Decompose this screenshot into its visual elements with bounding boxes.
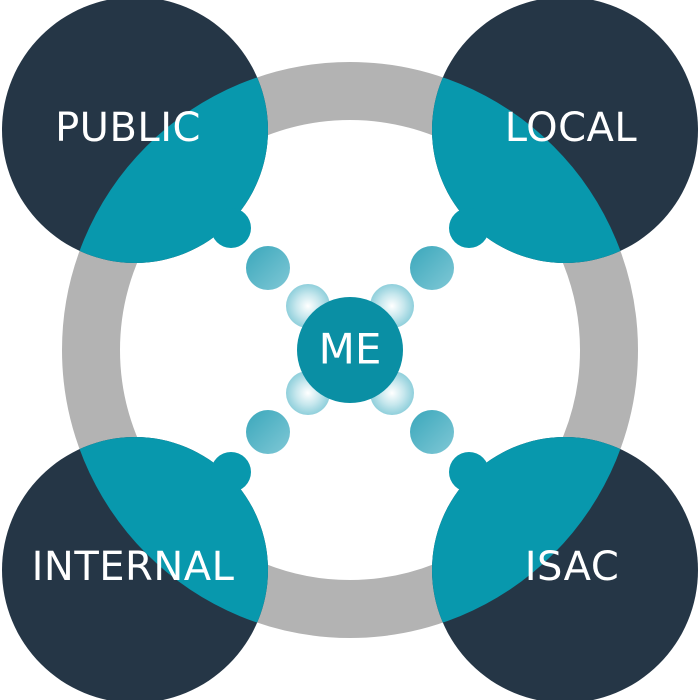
node-internal-label: INTERNAL	[32, 544, 235, 590]
node-isac-label: ISAC	[525, 544, 620, 590]
connector-dot-public-mid	[246, 246, 290, 290]
node-internal-connector-dot	[211, 452, 251, 492]
node-public-label: PUBLIC	[55, 105, 201, 151]
center-node-label: ME	[319, 325, 382, 374]
connector-dot-local-mid	[410, 246, 454, 290]
node-public-connector-dot	[211, 208, 251, 248]
connector-dot-internal-mid	[246, 410, 290, 454]
connector-dot-isac-mid	[410, 410, 454, 454]
node-local-label: LOCAL	[505, 105, 638, 151]
node-isac-connector-dot	[449, 452, 489, 492]
node-local-connector-dot	[449, 208, 489, 248]
connection-ring	[62, 62, 638, 638]
center-node-circle[interactable]	[297, 297, 403, 403]
